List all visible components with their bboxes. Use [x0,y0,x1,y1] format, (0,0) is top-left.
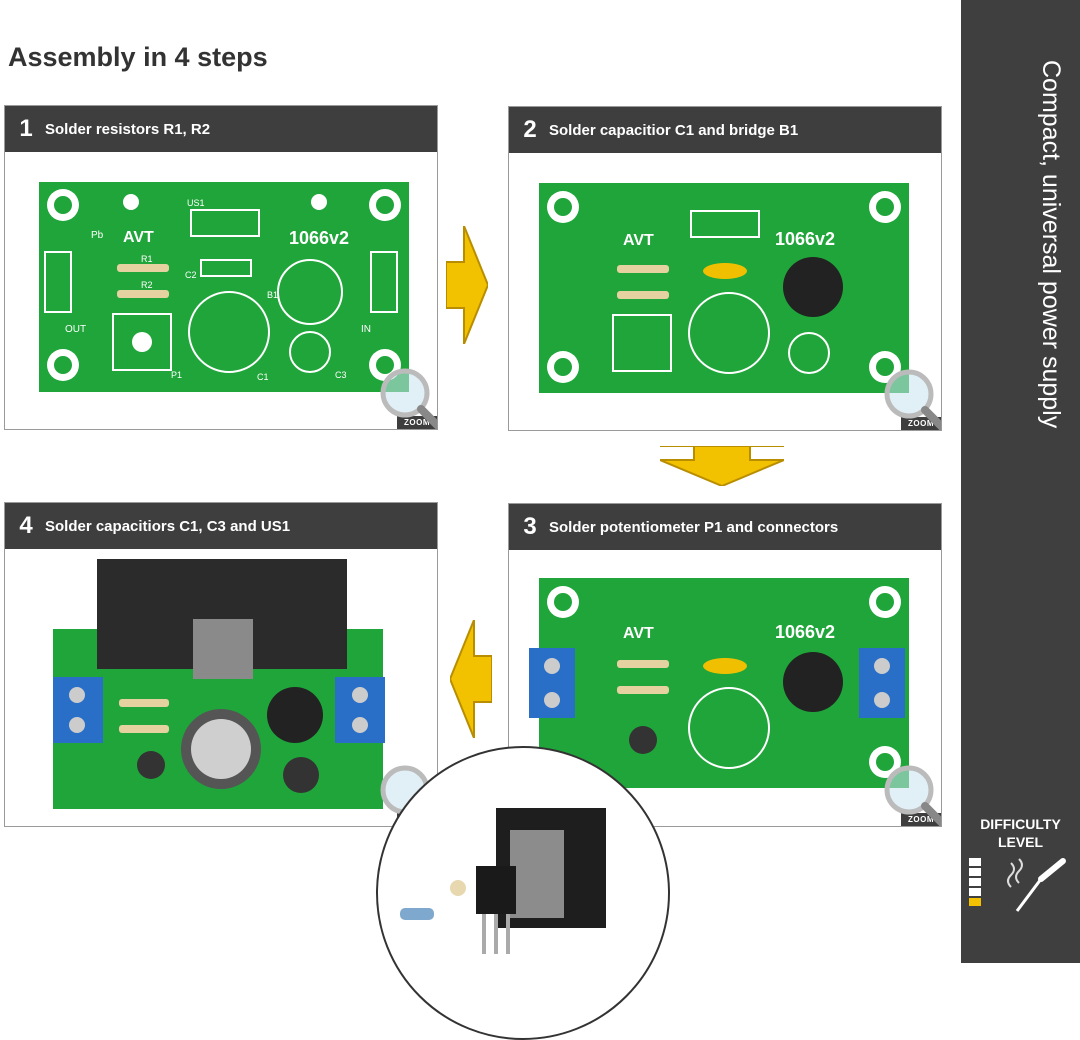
pcb-board-step1: AVT 1066v2 Pb OUT IN US1 R1 R2 C2 C1 C3 … [39,182,409,392]
brand-text: AVT [123,229,154,246]
step-number: 3 [523,513,537,540]
pcb-board-step2: AVT 1066v2 [539,183,909,393]
step-2-panel: 2 Solder capacitior C1 and bridge B1 AVT… [508,106,942,431]
pb-text: Pb [91,230,104,241]
step-3-image[interactable]: AVT 1066v2 ZOOM [509,550,941,826]
step-label: Solder capacitiors C1, C3 and US1 [45,517,291,535]
brand-text: AVT [623,232,654,249]
step-label: Solder potentiometer P1 and connectors [549,518,839,536]
out-text: OUT [65,324,86,335]
step-4-image[interactable]: ZOOM [5,549,437,826]
pcb-board-step3: AVT 1066v2 [529,578,909,788]
r1-label: R1 [141,254,153,264]
step-2-image[interactable]: AVT 1066v2 ZOOM [509,153,941,430]
difficulty-label: DIFFICULTY LEVEL [980,816,1061,850]
page-title: Assembly in 4 steps [8,42,268,72]
model-text: 1066v2 [289,228,349,248]
r2-label: R2 [141,280,153,290]
b1-label: B1 [267,290,278,300]
in-text: IN [361,324,371,335]
sidebar-title: Compact, universal power supply [1037,60,1065,429]
step-4-header: 4 Solder capacitiors C1, C3 and US1 [5,503,437,549]
arrow-down-icon [660,446,784,486]
components-detail-circle [376,746,670,1040]
step-number: 4 [19,512,33,539]
soldering-iron-icon [1007,858,1066,912]
p1-label: P1 [171,370,182,380]
magnifier-icon[interactable] [877,758,941,826]
c1-label: C1 [257,372,269,382]
difficulty-level-bars [969,858,983,908]
step-4-panel: 4 Solder capacitiors C1, C3 and US1 ZOOM [4,502,438,827]
us1-label: US1 [187,198,205,208]
step-1-header: 1 Solder resistors R1, R2 [5,106,437,152]
difficulty-bar [969,878,981,886]
step-number: 1 [19,115,33,142]
step-3-header: 3 Solder potentiometer P1 and connectors [509,504,941,550]
step-label: Solder capacitior C1 and bridge B1 [549,121,799,139]
step-label: Solder resistors R1, R2 [45,120,211,138]
pcb-board-step4 [53,559,385,809]
step-1-image[interactable]: AVT 1066v2 Pb OUT IN US1 R1 R2 C2 C1 C3 … [5,152,437,429]
magnifier-icon[interactable] [373,361,437,429]
brand-text: AVT [623,625,654,642]
model-text: 1066v2 [775,622,835,642]
difficulty-bar [969,868,981,876]
c2-label: C2 [185,270,197,280]
step-number: 2 [523,116,537,143]
arrow-right-icon [446,226,488,344]
step-1-panel: 1 Solder resistors R1, R2 AVT 1066v2 Pb … [4,105,438,430]
model-text: 1066v2 [775,229,835,249]
sidebar: Compact, universal power supply DIFFICUL… [961,0,1080,963]
heatsink-regulator-illustration [400,808,606,954]
arrow-left-icon [450,620,492,738]
magnifier-icon[interactable] [877,362,941,430]
difficulty-bar-active [969,898,981,906]
step-2-header: 2 Solder capacitior C1 and bridge B1 [509,107,941,153]
difficulty-bar [969,888,981,896]
difficulty-bar [969,858,981,866]
c3-label: C3 [335,370,347,380]
